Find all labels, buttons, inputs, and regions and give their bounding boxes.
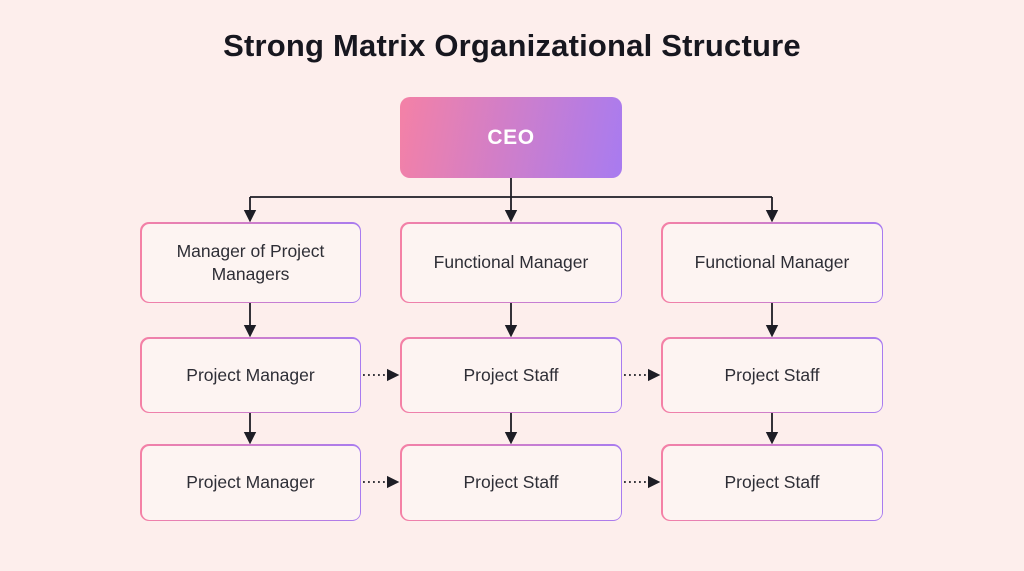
- box-label: Project Staff: [662, 445, 882, 520]
- box-label: Project Staff: [401, 445, 621, 520]
- box-label: Functional Manager: [401, 223, 621, 302]
- box-label: Project Staff: [401, 338, 621, 412]
- project-staff-box-4: Project Staff: [661, 444, 883, 521]
- box-label: Project Manager: [141, 445, 360, 520]
- project-manager-box-1: Project Manager: [140, 337, 361, 413]
- project-staff-box-3: Project Staff: [661, 337, 883, 413]
- functional-manager-box-2: Functional Manager: [661, 222, 883, 303]
- project-staff-box-1: Project Staff: [400, 337, 622, 413]
- project-manager-box-2: Project Manager: [140, 444, 361, 521]
- manager-of-project-managers-box: Manager of Project Managers: [140, 222, 361, 303]
- box-label: Manager of Project Managers: [141, 223, 360, 302]
- ceo-box: CEO: [400, 97, 622, 178]
- functional-manager-box-1: Functional Manager: [400, 222, 622, 303]
- ceo-label: CEO: [487, 125, 535, 149]
- box-label: Project Manager: [141, 338, 360, 412]
- box-label: Functional Manager: [662, 223, 882, 302]
- project-staff-box-2: Project Staff: [400, 444, 622, 521]
- box-label: Project Staff: [662, 338, 882, 412]
- page-title: Strong Matrix Organizational Structure: [223, 28, 801, 63]
